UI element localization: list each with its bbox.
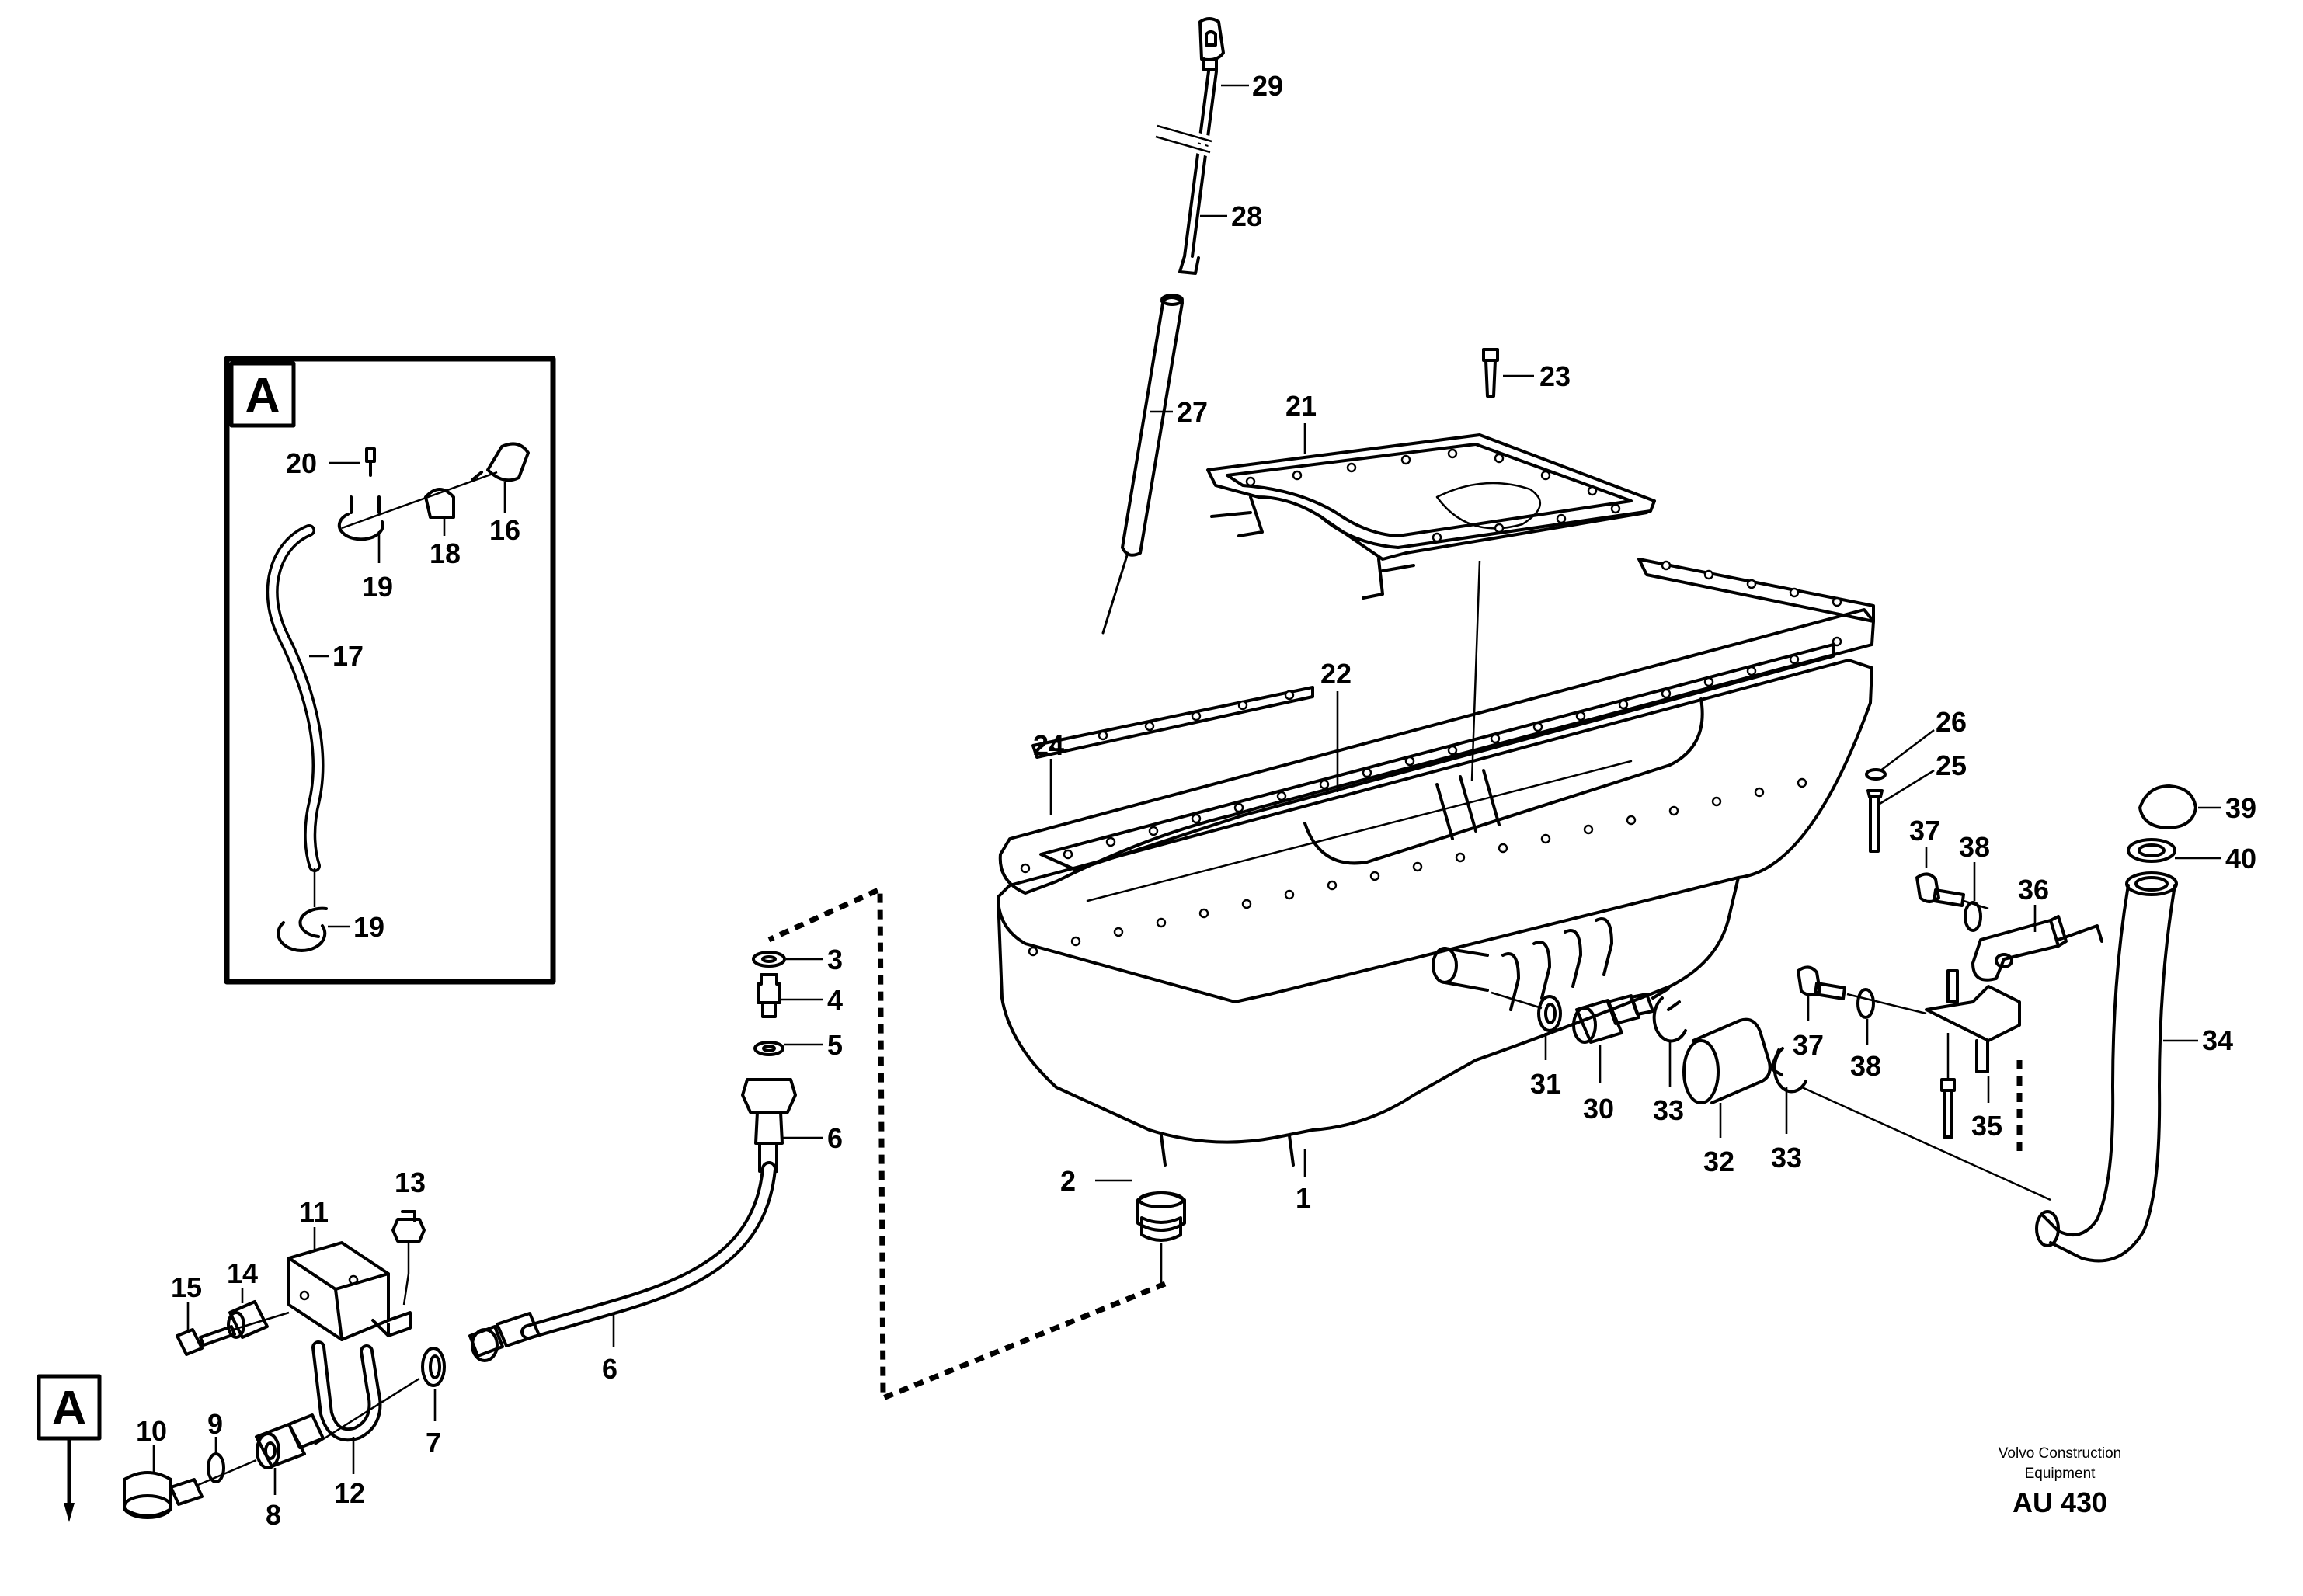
fitting-stack-3-6 (741, 951, 823, 1173)
hose-32 (1692, 1017, 1772, 1104)
label-24: 24 (1033, 729, 1064, 761)
label-19-lower: 19 (353, 911, 384, 943)
label-11: 11 (299, 1196, 329, 1228)
label-25: 25 (1936, 749, 1967, 781)
fitting-8 (255, 1413, 325, 1495)
bracket-35 (1925, 969, 2021, 1139)
screw-23 (1470, 348, 1534, 781)
label-20: 20 (286, 447, 317, 479)
dipstick-tube-27 (1121, 296, 1184, 557)
label-40: 40 (2225, 843, 2256, 874)
label-4: 4 (827, 984, 843, 1016)
label-13: 13 (395, 1167, 426, 1198)
label-30: 30 (1583, 1093, 1614, 1125)
label-23: 23 (1539, 360, 1571, 392)
label-15: 15 (171, 1271, 202, 1303)
clamp-19-bottom (277, 906, 328, 952)
label-31: 31 (1530, 1068, 1561, 1100)
label-37-upper: 37 (1909, 815, 1940, 847)
u-bolt-12 (311, 1340, 382, 1474)
dashed-connectors (767, 885, 2023, 1403)
label-22: 22 (1320, 658, 1352, 690)
bolt-37-lower (1797, 965, 1927, 1021)
label-12: 12 (334, 1477, 365, 1509)
bracket-36 (1971, 905, 2103, 982)
washer-38-lower (1856, 988, 1875, 1045)
spacer-14 (227, 1288, 269, 1339)
label-18: 18 (430, 537, 461, 569)
clamp-33-left (1651, 987, 1687, 1043)
clamp-33-right (1769, 1047, 1807, 1094)
dipstick (1101, 17, 1249, 635)
drain-plug-2 (1095, 1179, 1186, 1285)
callout-a-letter: A (52, 1382, 87, 1435)
gasket-24 (998, 558, 1875, 957)
label-9: 9 (207, 1408, 223, 1440)
label-35: 35 (1971, 1110, 2002, 1142)
callout-a: A (37, 1374, 102, 1522)
label-5: 5 (827, 1029, 843, 1061)
label-3: 3 (827, 944, 843, 975)
leader-lines (1049, 423, 1339, 1177)
label-6-lower: 6 (602, 1353, 617, 1385)
dipstick-handle-29 (1198, 17, 1225, 71)
publisher-footer: Volvo Construction Equipment AU 430 (1999, 1445, 2121, 1518)
label-38-upper: 38 (1959, 831, 1990, 863)
bracket-11 (287, 1227, 412, 1341)
cap-39 (2138, 784, 2221, 829)
label-27: 27 (1177, 396, 1208, 428)
oil-pan (997, 659, 1873, 1167)
part-labels: 1 2 3 4 5 6 6 7 8 9 10 11 12 13 14 15 21… (136, 70, 2256, 1531)
label-38-lower: 38 (1850, 1050, 1881, 1082)
nut-13 (391, 1210, 426, 1306)
detail-a-box: A 20 19 18 16 17 19 (224, 356, 556, 985)
label-1: 1 (1296, 1182, 1311, 1214)
label-21: 21 (1285, 390, 1317, 422)
label-7: 7 (426, 1427, 441, 1459)
cover-plate-21 (1206, 433, 1656, 600)
label-36: 36 (2018, 874, 2049, 906)
label-16: 16 (489, 514, 520, 546)
washer-9 (207, 1437, 225, 1483)
label-32: 32 (1703, 1146, 1734, 1177)
label-6-upper: 6 (827, 1122, 843, 1154)
footer-drawing-code: AU 430 (2013, 1486, 2107, 1518)
label-8: 8 (266, 1499, 281, 1531)
label-33-right: 33 (1771, 1142, 1802, 1174)
label-19: 19 (362, 571, 393, 603)
detail-a-letter: A (245, 369, 280, 422)
hose-6 (468, 1161, 777, 1362)
washer-31 (1537, 995, 1562, 1032)
washer-38-upper (1964, 862, 1982, 932)
label-39: 39 (2225, 792, 2256, 824)
clamp-19-top (337, 495, 384, 541)
label-10: 10 (136, 1415, 167, 1447)
fitting-16 (471, 442, 530, 482)
bolt-25-washer-26 (1865, 728, 1935, 853)
plug-10 (123, 1377, 420, 1519)
label-34: 34 (2202, 1024, 2233, 1056)
bolt-15 (176, 1302, 290, 1356)
label-26: 26 (1936, 706, 1967, 738)
label-37-lower: 37 (1793, 1029, 1824, 1061)
label-33-left: 33 (1653, 1094, 1684, 1126)
label-28: 28 (1231, 200, 1262, 232)
label-2: 2 (1060, 1165, 1076, 1197)
washer-7 (421, 1347, 446, 1421)
seal-40 (2127, 838, 2221, 863)
label-14: 14 (227, 1257, 258, 1289)
side-drain-assembly (1491, 987, 2051, 1201)
filler-pipe-34 (2035, 871, 2198, 1263)
fitting-30 (1575, 993, 1654, 1044)
label-29: 29 (1252, 70, 1283, 102)
footer-company-line2: Equipment (2025, 1466, 2096, 1482)
footer-company: Volvo Construction (1999, 1445, 2121, 1462)
screw-20 (365, 447, 376, 477)
label-17: 17 (332, 640, 364, 672)
